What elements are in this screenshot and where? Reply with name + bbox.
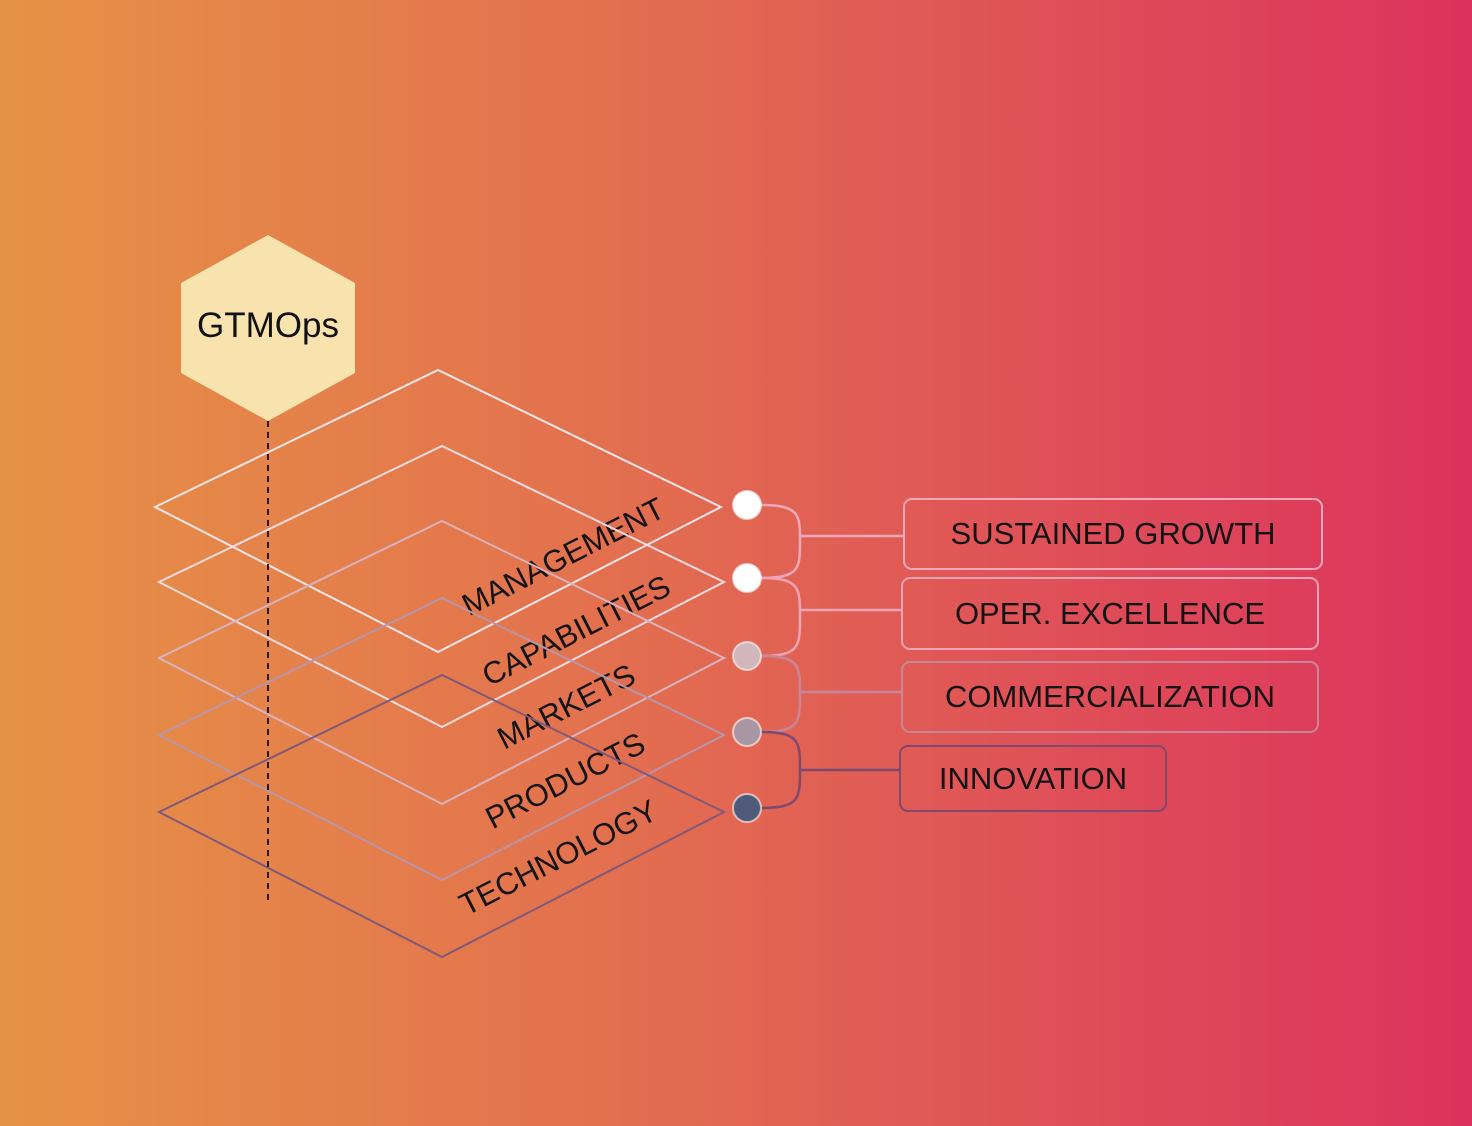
outcome-label: SUSTAINED GROWTH [950,516,1276,551]
layer-node-technology [732,793,762,823]
layer-plane-technology [156,673,727,959]
layer-node-management [732,490,762,520]
layer-plane-markets [156,519,727,806]
bracket-innovation [760,730,802,810]
outcome-label: INNOVATION [938,760,1128,796]
layer-plane-products [156,596,727,882]
outcome-label: OPER. EXCELLENCE [954,595,1266,631]
gtmops-label: GTMOps [197,306,339,345]
bracket-oper-excellence [760,576,802,658]
layer-node-capabilities [732,563,762,593]
layer-plane-capabilities [156,444,727,729]
layer-plane-management [152,368,724,654]
outcome-innovation: INNOVATION [899,745,1167,812]
gtmops-hexagon [181,235,355,421]
layer-node-markets [732,641,762,671]
outcome-oper-excellence: OPER. EXCELLENCE [901,577,1319,650]
outcome-commercialization: COMMERCIALIZATION [901,661,1319,733]
bracket-sustained-growth [760,503,802,580]
bracket-commercialization [760,654,802,734]
outcome-label: COMMERCIALIZATION [944,679,1276,714]
layer-node-products [732,717,762,747]
outcome-sustained-growth: SUSTAINED GROWTH [903,498,1323,570]
